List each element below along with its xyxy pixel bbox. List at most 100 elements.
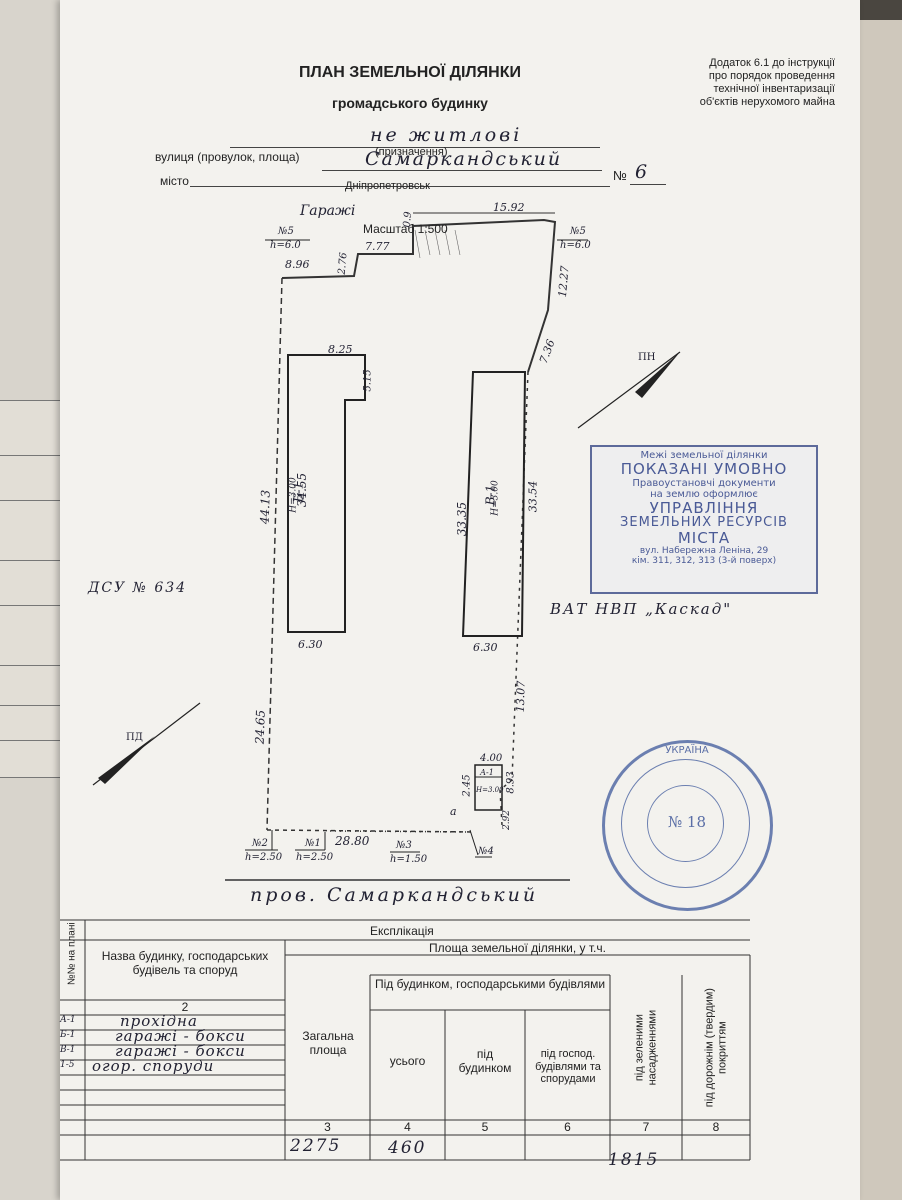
stamp-line: кім. 311, 312, 313 (3-й поверх) bbox=[631, 555, 777, 566]
stamp-line: вул. Набережна Леніна, 29 bbox=[639, 545, 769, 556]
dim-777: 7.77 bbox=[365, 240, 390, 253]
annex-line: про порядок проведення bbox=[708, 70, 835, 82]
city-value: Дніпропетровськ bbox=[345, 180, 430, 192]
street-underline bbox=[322, 170, 602, 171]
seal-top-word: УКРАЇНА bbox=[665, 745, 709, 756]
left-form-box bbox=[0, 560, 67, 607]
total-area-value: 2275 bbox=[290, 1136, 342, 1156]
stamp-line: УПРАВЛІННЯ bbox=[649, 498, 759, 517]
south-arrow-head bbox=[98, 736, 155, 784]
number-underline bbox=[630, 184, 666, 185]
col-name-header: Назва будинку, господарських будівель та… bbox=[101, 949, 269, 977]
city-label: місто bbox=[160, 174, 189, 188]
street-label: вулиця (провулок, площа) bbox=[155, 150, 300, 164]
north-arrow bbox=[577, 351, 681, 429]
green-area-value: 1815 bbox=[608, 1150, 660, 1170]
table-row-id: В-1 bbox=[60, 1045, 76, 1055]
right-neighbor: ВАТ НВП „Каскад" bbox=[550, 600, 733, 618]
left-form-box bbox=[0, 705, 67, 742]
table-row-id: А-1 bbox=[60, 1015, 76, 1025]
purpose-value: не житлові bbox=[370, 124, 523, 146]
gate-label: а bbox=[450, 805, 457, 818]
left-form-box bbox=[0, 740, 67, 778]
dim-825: 8.25 bbox=[328, 343, 353, 356]
left-form-box bbox=[0, 665, 67, 707]
table-row-name: прохідна bbox=[120, 1012, 198, 1030]
fence-n1-height: h=2.50 bbox=[296, 852, 334, 863]
number-value: 6 bbox=[635, 161, 648, 183]
corner-hatch bbox=[414, 229, 461, 259]
table-row-id: Б-1 bbox=[60, 1030, 76, 1040]
south-label: ПД bbox=[126, 732, 143, 743]
col-number: 3 bbox=[324, 1120, 331, 1134]
plot-boundary-right bbox=[499, 371, 529, 826]
col-under-header: Під будинком, господарськими будівлями bbox=[374, 977, 606, 991]
fence-n3: №3 bbox=[396, 840, 412, 851]
table-row-name: гаражі - бокси bbox=[115, 1027, 246, 1045]
fence-n4: №4 bbox=[478, 846, 494, 857]
left-form-box bbox=[0, 400, 67, 457]
left-neighbor: ДСУ № 634 bbox=[88, 580, 188, 596]
stamp-line: МІСТА bbox=[677, 529, 731, 548]
col-area-header: Площа земельної ділянки, у т.ч. bbox=[429, 941, 606, 955]
fence-n5-right: №5 bbox=[570, 226, 586, 237]
round-seal: № 18 УКРАЇНА bbox=[602, 740, 773, 911]
document-sheet: Додаток 6.1 до інструкції про порядок пр… bbox=[60, 0, 860, 1200]
fence-n1: №1 bbox=[305, 838, 321, 849]
building-v1 bbox=[461, 371, 527, 637]
fence-n5-left: №5 bbox=[278, 226, 294, 237]
plot-boundary-bottom-fence bbox=[329, 830, 471, 833]
col-house-header: під будинком bbox=[458, 1047, 512, 1075]
street-bottom-label: пров. Самаркандський bbox=[250, 884, 539, 906]
fence-n5-right-height: h=6.0 bbox=[560, 240, 591, 251]
dim-630b: 6.30 bbox=[473, 641, 498, 654]
stamp-line: Межі земельної ділянки bbox=[640, 450, 768, 461]
street-value: Самаркандський bbox=[365, 148, 563, 170]
table-row-id: 1-5 bbox=[60, 1060, 75, 1070]
stamp-line: ЗЕМЕЛЬНИХ РЕСУРСІВ bbox=[620, 515, 788, 530]
col-number: 5 bbox=[481, 1120, 489, 1134]
plot-boundary bbox=[281, 218, 557, 373]
stamp-line: ПОКАЗАНІ УМОВНО bbox=[620, 460, 788, 478]
building-a1-name: А-1 bbox=[480, 768, 494, 777]
annex-note: Додаток 6.1 до інструкції про порядок пр… bbox=[620, 57, 835, 109]
stamp-line: на землю оформлює bbox=[650, 488, 758, 500]
fence-n2: №2 bbox=[252, 838, 268, 849]
city-underline bbox=[190, 186, 610, 187]
dim-400: 4.00 bbox=[480, 753, 503, 764]
left-form-box bbox=[0, 605, 67, 667]
purpose-label: (призначення) bbox=[375, 146, 448, 158]
col-green-header: під зеленими насадженнями bbox=[633, 1009, 658, 1086]
annex-line: Додаток 6.1 до інструкції bbox=[709, 57, 835, 69]
building-a1 bbox=[474, 764, 503, 811]
table-row-name: гаражі - бокси bbox=[115, 1042, 246, 1060]
north-arrow-head bbox=[635, 352, 680, 398]
garages-label: Гаражі bbox=[300, 203, 356, 219]
dim-2880: 28.80 bbox=[335, 834, 370, 848]
left-form-box bbox=[0, 455, 67, 502]
annex-line: технічної інвентаризації bbox=[713, 83, 835, 95]
building-b1 bbox=[287, 354, 366, 633]
col-number: 8 bbox=[712, 1120, 720, 1134]
col-number: 6 bbox=[564, 1120, 571, 1134]
col-aux-header: під господ. будівлями та спорудами bbox=[535, 1048, 601, 1086]
document-title: ПЛАН ЗЕМЕЛЬНОЇ ДІЛЯНКИ bbox=[299, 64, 521, 81]
col-road-header: під дорожнім (твердим) покриттям bbox=[703, 988, 728, 1108]
dim-630a: 6.30 bbox=[298, 638, 323, 651]
scale-label: Масштаб 1:500 bbox=[363, 222, 448, 236]
col-number: 7 bbox=[642, 1120, 650, 1134]
col-total-header: Загальна площа bbox=[302, 1029, 354, 1057]
document-subtitle: громадського будинку bbox=[332, 95, 488, 111]
site-plan bbox=[92, 212, 681, 881]
explication-title: Експлікація bbox=[370, 924, 434, 938]
col-plan-header: №№ на плані bbox=[66, 922, 78, 986]
fence-n3-height: h=1.50 bbox=[390, 854, 428, 865]
dim-896: 8.96 bbox=[285, 258, 310, 271]
table-row-name: огор. споруди bbox=[92, 1057, 215, 1075]
col-number: 4 bbox=[404, 1120, 411, 1134]
seal-center-number: № 18 bbox=[667, 813, 707, 831]
north-label: ПН bbox=[638, 352, 656, 363]
left-form-box bbox=[0, 500, 67, 562]
fence-n2-height: h=2.50 bbox=[245, 852, 283, 863]
boundary-stamp: Межі земельної ділянки ПОКАЗАНІ УМОВНО П… bbox=[590, 445, 818, 594]
